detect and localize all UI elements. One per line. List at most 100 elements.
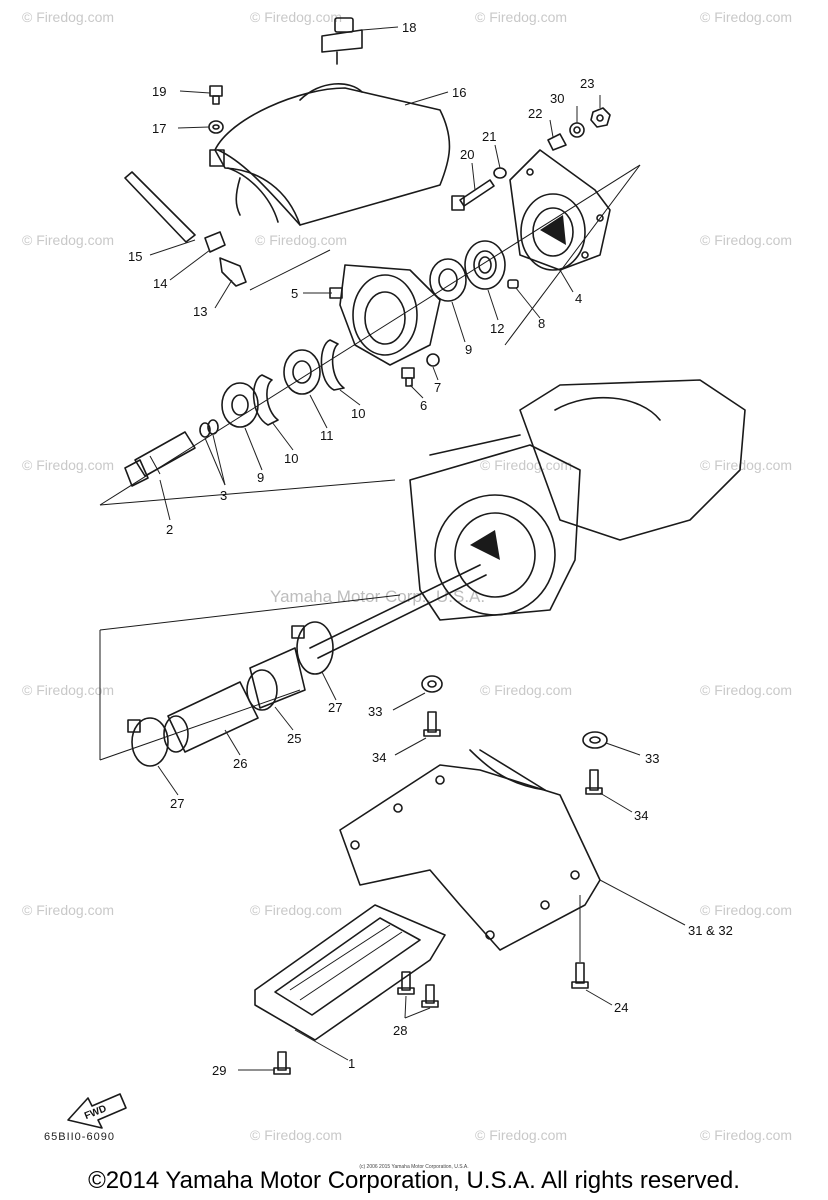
watermark: © Firedog.com — [700, 682, 792, 698]
label-part-7: 7 — [434, 380, 441, 395]
watermark: © Firedog.com — [250, 1127, 342, 1143]
label-part-34: 34 — [634, 808, 648, 823]
part-28-screws — [397, 971, 439, 1008]
fwd-arrow: FWD — [67, 1093, 127, 1129]
part-33-grommet-left — [421, 675, 443, 693]
label-part-4: 4 — [575, 291, 582, 306]
label-part-10: 10 — [284, 451, 298, 466]
label-part-21: 21 — [482, 129, 496, 144]
copyright-notice: ©2014 Yamaha Motor Corporation, U.S.A. A… — [88, 1167, 740, 1194]
watermark: © Firedog.com — [22, 9, 114, 25]
part-18-drawing — [321, 17, 363, 65]
label-part-23: 23 — [580, 76, 594, 91]
label-part-24: 24 — [614, 1000, 628, 1015]
part-4-housing — [509, 149, 611, 271]
part-24-screw — [571, 962, 589, 989]
part-3-orings — [199, 419, 219, 438]
label-part-2: 2 — [166, 522, 173, 537]
label-part-34: 34 — [372, 750, 386, 765]
part-15-hose — [124, 171, 196, 243]
part-20-bolt — [451, 179, 495, 211]
label-part-27: 27 — [170, 796, 184, 811]
part-14-clip — [204, 231, 226, 253]
part-9-bearing-lower — [221, 382, 259, 428]
label-part-1: 1 — [348, 1056, 355, 1071]
label-part-26: 26 — [233, 756, 247, 771]
label-part-27: 27 — [328, 700, 342, 715]
label-part-12: 12 — [490, 321, 504, 336]
watermark: © Firedog.com — [475, 9, 567, 25]
watermark: © Firedog.com — [700, 232, 792, 248]
part-9-bearing-upper — [429, 258, 467, 302]
part-27-clamp-upper — [291, 621, 334, 675]
part-10-ring-lower — [252, 374, 279, 426]
part-11-bearing — [283, 349, 321, 395]
label-part-14: 14 — [153, 276, 167, 291]
watermark: © Firedog.com — [700, 1127, 792, 1143]
part-34-screw-left — [423, 711, 441, 737]
part-12-seal — [464, 240, 506, 290]
part-27-clamp-lower — [127, 717, 169, 767]
label-part-6: 6 — [420, 398, 427, 413]
watermark: © Firedog.com — [250, 902, 342, 918]
part-6-bolt — [401, 367, 415, 387]
drive-shaft — [309, 564, 487, 659]
label-part-5: 5 — [291, 286, 298, 301]
label-part-11: 11 — [320, 428, 334, 443]
watermark-layer: © Firedog.com © Firedog.com © Firedog.co… — [22, 9, 792, 1143]
fwd-label: FWD — [83, 1103, 108, 1122]
watermark: © Firedog.com — [700, 902, 792, 918]
part-10-ring-upper — [320, 339, 345, 391]
part-22-bracket — [547, 133, 567, 151]
watermark: © Firedog.com — [480, 682, 572, 698]
part-33-grommet-right — [582, 731, 608, 749]
part-5-housing — [329, 264, 441, 366]
part-16-cover — [209, 83, 451, 226]
part-21-washer — [493, 167, 507, 179]
watermark: © Firedog.com — [700, 457, 792, 473]
part-17-grommet — [208, 120, 224, 134]
label-part-28: 28 — [393, 1023, 407, 1038]
diagram-code: 65BII0-6090 — [44, 1131, 115, 1143]
label-part-8: 8 — [538, 316, 545, 331]
watermark: © Firedog.com — [700, 9, 792, 25]
jet-pump-assembly — [409, 379, 746, 621]
watermark: © Firedog.com — [22, 682, 114, 698]
watermark-main: Yamaha Motor Corp., U.S.A. — [270, 587, 485, 606]
label-part-29: 29 — [212, 1063, 226, 1078]
watermark: © Firedog.com — [22, 457, 114, 473]
label-part-18: 18 — [402, 20, 416, 35]
part-13-fitting — [219, 257, 247, 287]
label-part-19: 19 — [152, 84, 166, 99]
part-26-hose — [163, 681, 259, 753]
watermark: © Firedog.com — [255, 232, 347, 248]
watermark: © Firedog.com — [22, 232, 114, 248]
watermark: © Firedog.com — [250, 9, 342, 25]
part-29-screw — [273, 1051, 291, 1075]
watermark: © Firedog.com — [480, 457, 572, 473]
label-part-9: 9 — [465, 342, 472, 357]
label-part-16: 16 — [452, 85, 466, 100]
label-part-9: 9 — [257, 470, 264, 485]
label-part-13: 13 — [193, 304, 207, 319]
label-part-3: 3 — [220, 488, 227, 503]
part-19-bolt — [209, 85, 223, 105]
part-23-nut — [590, 107, 611, 128]
label-part-22: 22 — [528, 106, 542, 121]
part-labels: 18 19 16 17 23 30 22 21 20 15 14 13 5 4 … — [128, 20, 733, 1078]
part-25-boot — [246, 647, 306, 711]
watermark: © Firedog.com — [475, 1127, 567, 1143]
label-part-30: 30 — [550, 91, 564, 106]
part-34-screw-right — [585, 769, 603, 795]
label-part-17: 17 — [152, 121, 166, 136]
part-30-washer — [569, 122, 585, 138]
part-2-shaft — [124, 431, 196, 487]
label-part-33: 33 — [645, 751, 659, 766]
label-part-10: 10 — [351, 406, 365, 421]
callout-lines — [149, 26, 686, 1071]
label-part-15: 15 — [128, 249, 142, 264]
label-part-31-32: 31 & 32 — [688, 923, 733, 938]
label-part-25: 25 — [287, 731, 301, 746]
tiny-credit: (c) 2006 2015 Yamaha Motor Corporation, … — [359, 1164, 469, 1170]
